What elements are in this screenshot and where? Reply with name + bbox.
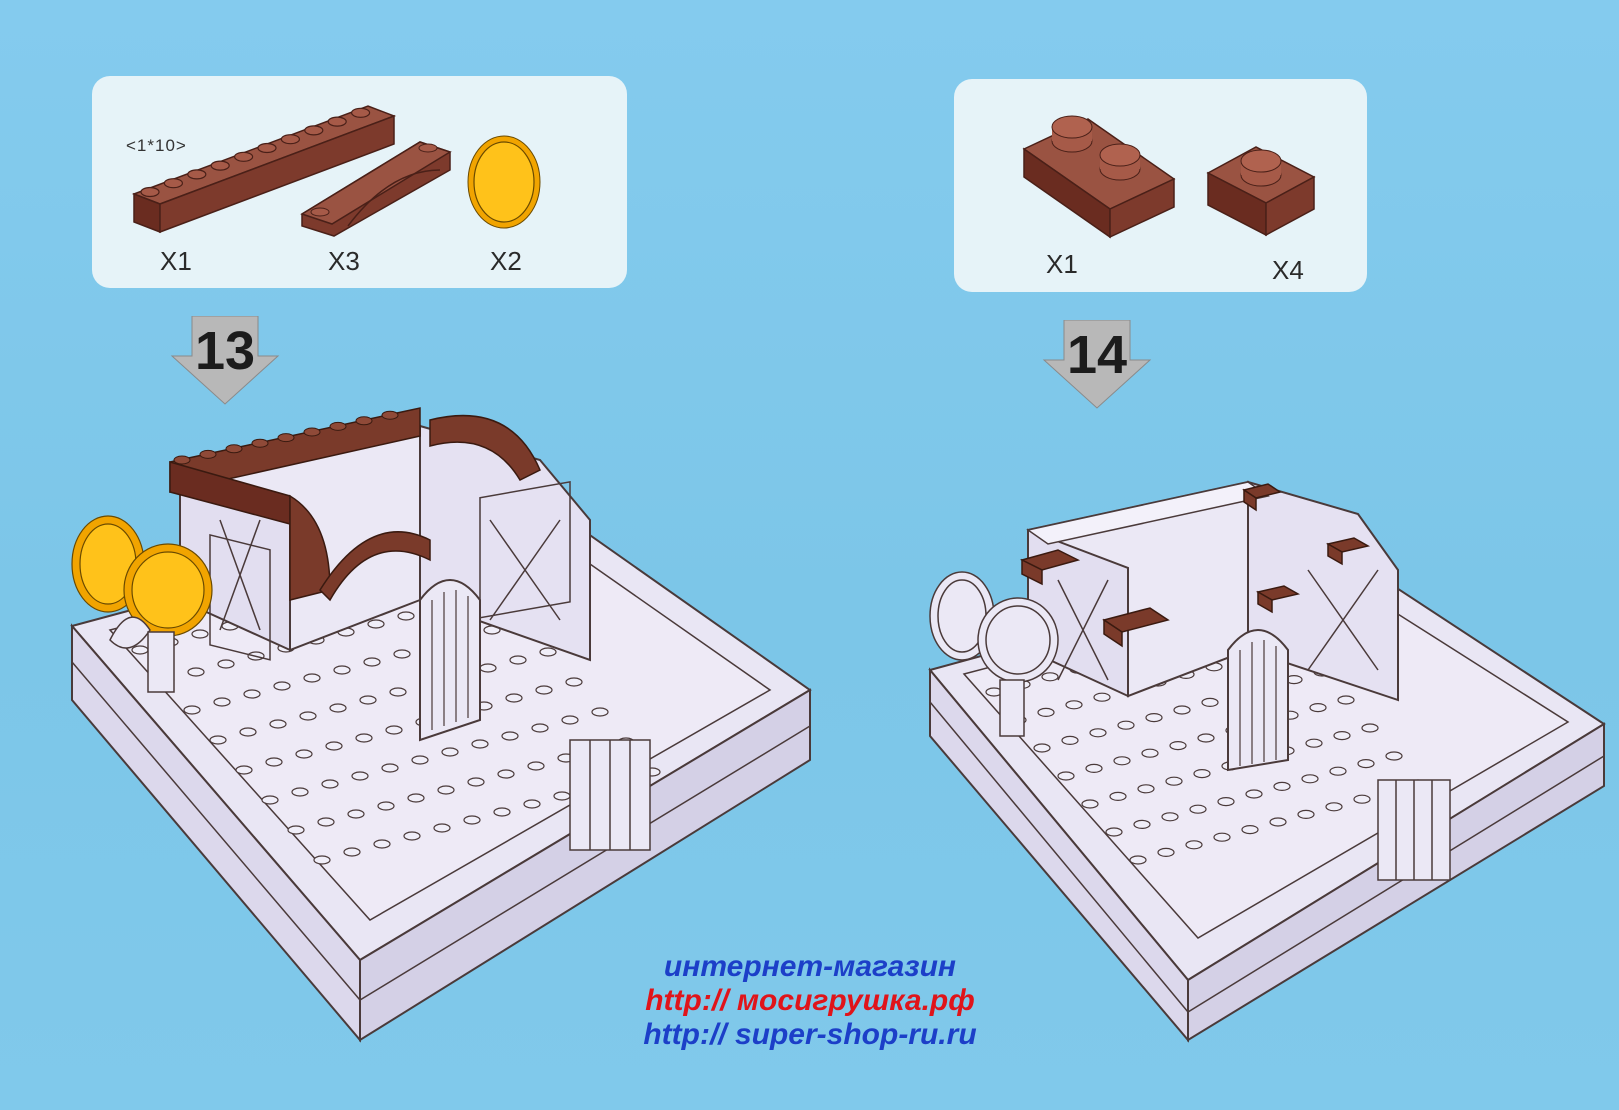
step-arrow-icon <box>170 316 280 405</box>
step-14-model-illustration <box>928 480 1606 1043</box>
part-qty-1: X1 <box>160 246 192 276</box>
plate-1x1-icon <box>1206 146 1316 237</box>
plate-1x2-icon <box>1022 115 1176 239</box>
sunflower-icon <box>71 515 213 693</box>
shop-label: интернет-магазин <box>663 950 957 983</box>
brick-dimension-label: <1*10> <box>126 136 187 155</box>
step-13-marker: 13 <box>170 316 280 406</box>
step-13-model-illustration <box>70 407 812 1043</box>
arch-brick-icon <box>300 141 452 237</box>
parts-panel-step-14: X1 X4 <box>954 79 1367 292</box>
part-qty-1: X1 <box>1046 249 1078 279</box>
parts-panel-step-13: <1*10> X1 X3 X2 <box>92 76 627 288</box>
part-qty-2: X3 <box>328 246 360 276</box>
shop-url-1[interactable]: http:// мосигрушка.рф <box>645 984 975 1017</box>
shop-url-2[interactable]: http:// super-shop-ru.ru <box>643 1018 977 1051</box>
brick-1x10-icon <box>131 105 397 234</box>
part-qty-2: X4 <box>1272 255 1304 285</box>
sunflower-icon <box>929 571 1059 737</box>
step-number: 14 <box>1066 325 1128 385</box>
part-qty-3: X2 <box>490 246 522 276</box>
step-arrow-icon <box>1042 320 1152 409</box>
sunflower-icon <box>467 135 541 229</box>
step-number: 13 <box>194 321 256 381</box>
step-14-marker: 14 <box>1042 320 1152 410</box>
